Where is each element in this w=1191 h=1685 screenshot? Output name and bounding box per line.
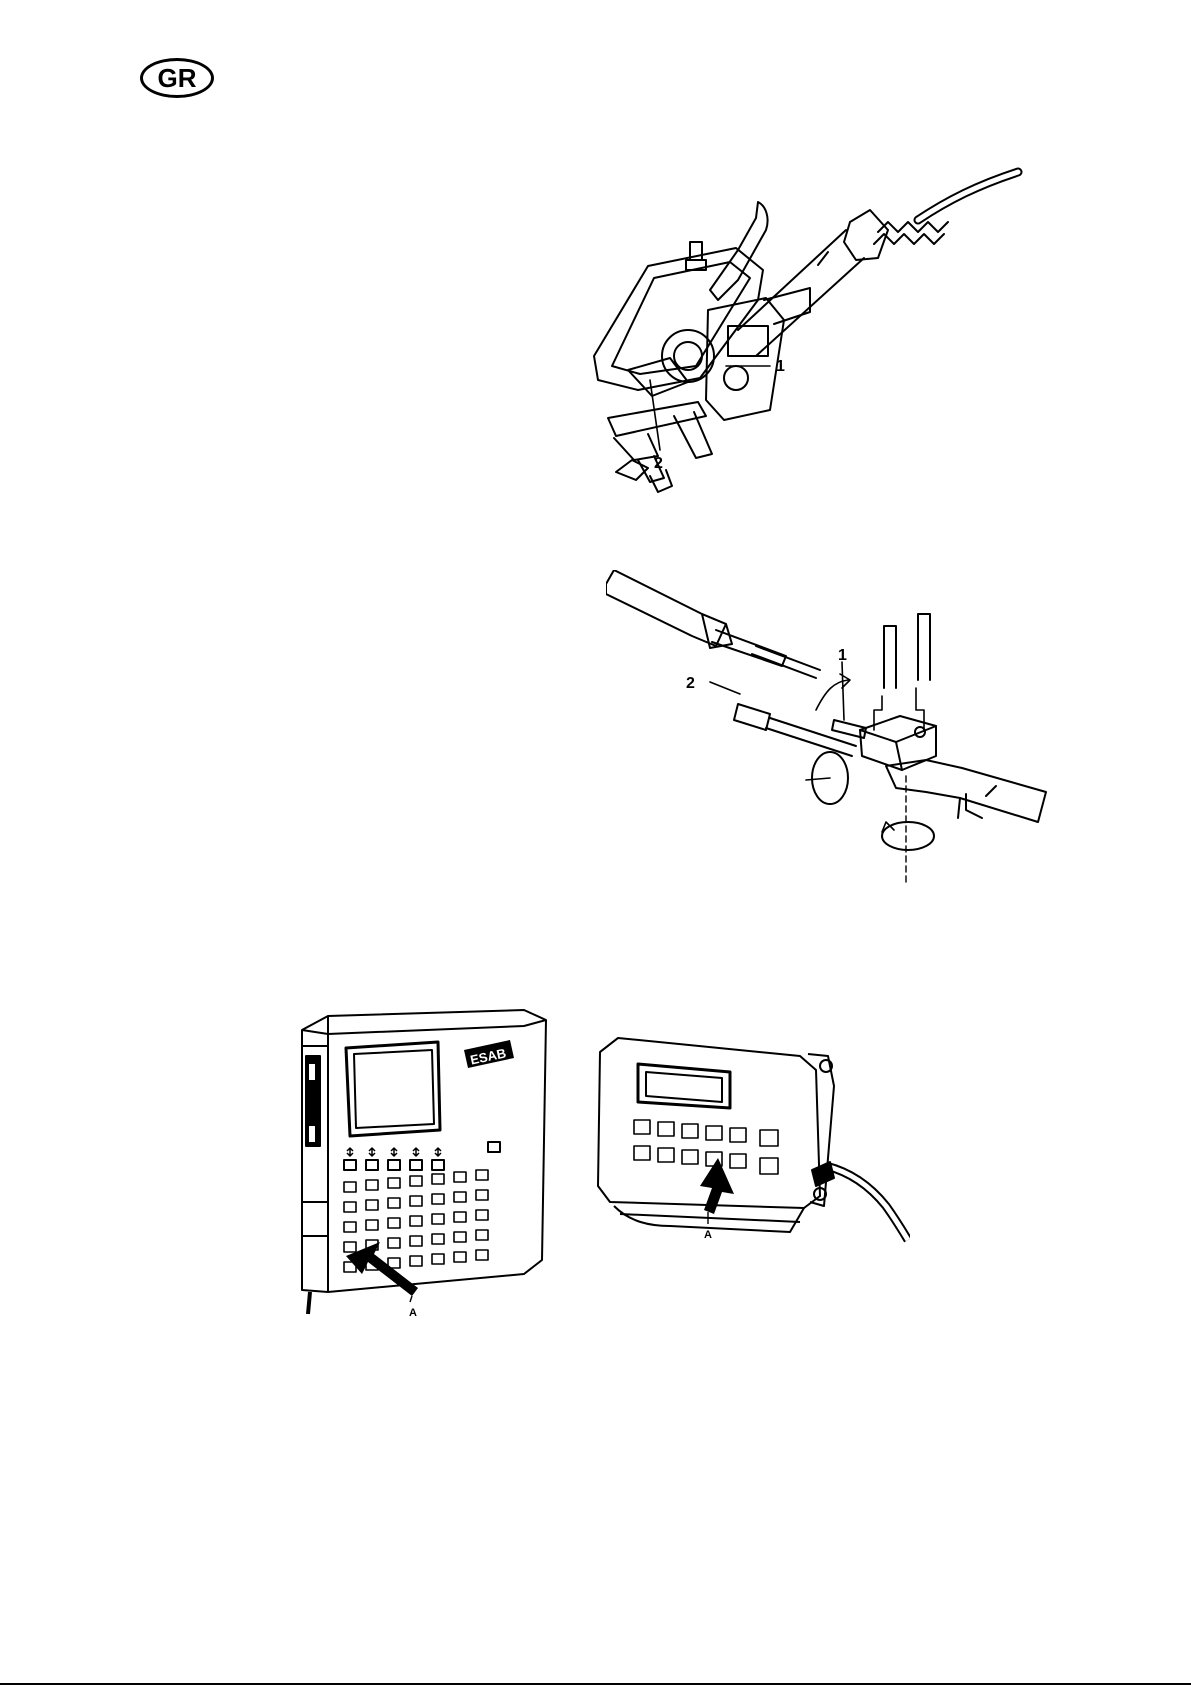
welding-head-illustration: 1 2 — [588, 160, 1058, 530]
callout-1: 1 — [838, 647, 847, 664]
welding-head-figure: 1 2 — [588, 160, 1058, 530]
contact-adjust-figure: 2 1 — [606, 570, 1058, 890]
control-box-large-figure: ESAB A — [288, 1006, 548, 1326]
callout-2: 2 — [686, 675, 695, 692]
control-box-small-illustration: A — [590, 1026, 910, 1266]
callout-a: A — [704, 1229, 712, 1241]
callout-2: 2 — [654, 455, 663, 472]
callout-a: A — [409, 1307, 417, 1319]
control-box-large-illustration: ESAB A — [288, 1006, 548, 1326]
control-box-small-figure: A — [590, 1026, 910, 1266]
language-badge: GR — [140, 58, 214, 98]
contact-adjust-illustration: 2 1 — [606, 570, 1058, 890]
esab-logo: ESAB — [464, 1040, 514, 1068]
callout-1: 1 — [776, 358, 785, 375]
